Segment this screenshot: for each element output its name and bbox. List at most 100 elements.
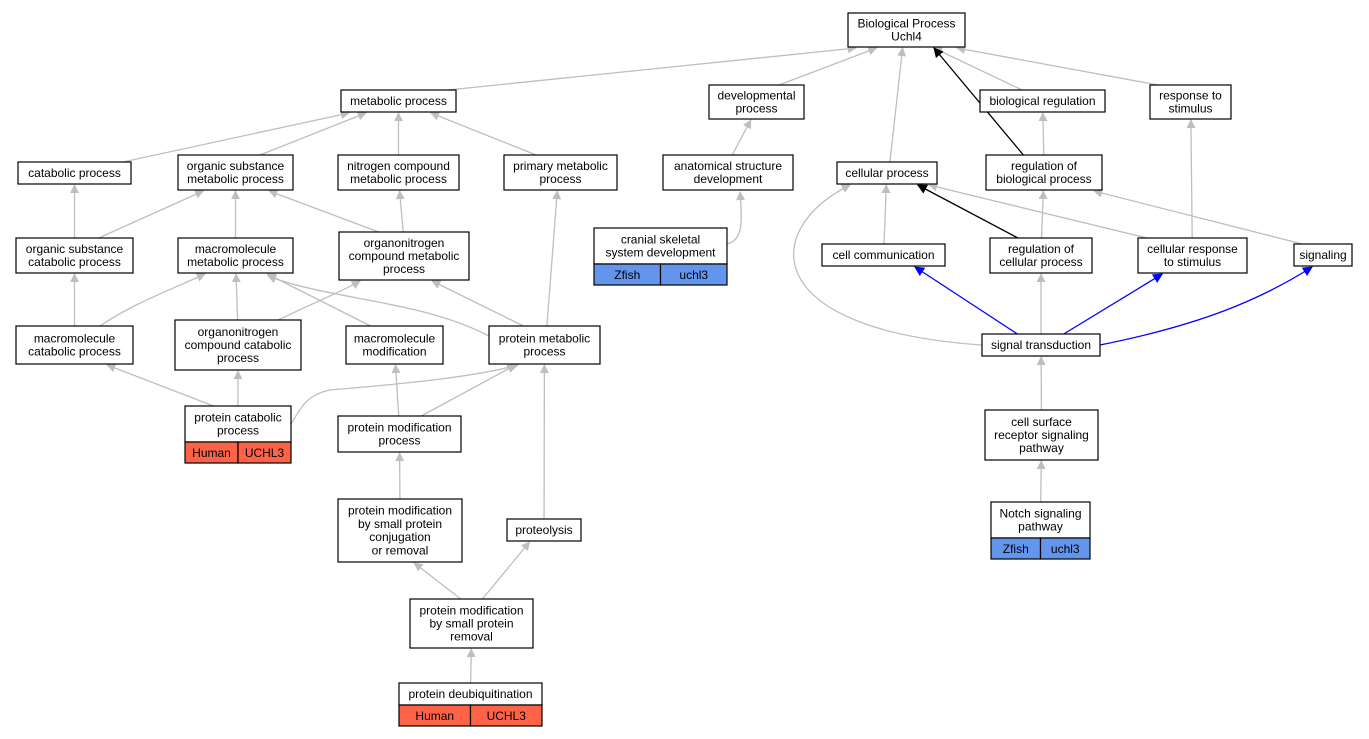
node-label: organic substance xyxy=(26,242,124,256)
node-label: process xyxy=(523,345,565,359)
edges-layer xyxy=(70,44,1313,684)
node-box xyxy=(177,237,294,274)
go-node-cellular[interactable]: cellular process xyxy=(836,161,938,185)
node-label: cellular response xyxy=(1147,242,1238,256)
node-label: protein metabolic xyxy=(499,331,590,345)
node-box xyxy=(177,154,294,191)
node-label: metabolic process xyxy=(350,94,447,108)
annotation-label: uchl3 xyxy=(1051,542,1080,556)
node-label: signal transduction xyxy=(991,338,1091,352)
go-node-bioreg[interactable]: biological regulation xyxy=(979,89,1106,113)
go-node-signaltrans[interactable]: signal transduction xyxy=(981,333,1101,357)
go-node-metabolic[interactable]: metabolic process xyxy=(340,89,457,113)
node-label: protein modification xyxy=(347,420,451,434)
go-node-cellcomm[interactable]: cell communication xyxy=(821,243,946,267)
node-box xyxy=(662,154,794,191)
node-label: catabolic process xyxy=(28,345,121,359)
node-label: process xyxy=(217,351,259,365)
edge-bioreg-to-bp xyxy=(932,47,1023,91)
go-node-proteolysis[interactable]: proteolysis xyxy=(506,518,582,542)
node-label: regulation of xyxy=(1011,159,1078,173)
node-box xyxy=(337,498,463,563)
go-node-signaling[interactable]: signaling xyxy=(1293,243,1353,267)
edge-proteincat-to-proteinmet xyxy=(290,362,519,425)
node-label: process xyxy=(539,172,581,186)
annotation-label: Human xyxy=(192,446,231,460)
node-label: metabolic process xyxy=(187,172,284,186)
edge-primary-to-metabolic xyxy=(430,111,537,156)
edge-signaltrans-to-cellular xyxy=(792,184,983,346)
go-node-catabolic[interactable]: catabolic process xyxy=(17,161,132,185)
annotation-label: Human xyxy=(415,709,454,723)
node-label: development xyxy=(694,172,763,186)
edge-response-to-bp xyxy=(956,45,1159,86)
node-label: stimulus xyxy=(1168,102,1212,116)
edge-cellresp-to-response xyxy=(1186,119,1196,239)
node-label: proteolysis xyxy=(515,523,572,537)
node-box xyxy=(340,89,457,113)
node-label: cellular process xyxy=(999,255,1082,269)
node-box xyxy=(821,243,946,267)
edge-macromod-to-macromet xyxy=(266,273,371,327)
edge-proteinmet-to-macromet xyxy=(267,274,490,337)
node-label: protein deubiquitination xyxy=(408,687,532,701)
node-label: metabolic process xyxy=(187,255,284,269)
node-label: Biological Process xyxy=(857,16,955,30)
edge-orgnitmet-to-orgsubmet xyxy=(268,189,379,233)
node-box xyxy=(174,319,302,371)
node-box xyxy=(836,161,938,185)
node-label: to stimulus xyxy=(1164,255,1221,269)
node-label: protein catabolic xyxy=(194,410,281,424)
node-label: process xyxy=(217,424,259,438)
node-box xyxy=(17,161,132,185)
edge-cellcomm-to-cellular xyxy=(881,184,891,245)
node-label: modification xyxy=(362,345,426,359)
edge-orgnitmet-to-nitrogen xyxy=(395,190,405,233)
edge-regbio-to-bp xyxy=(933,47,1024,156)
edge-cellular-to-bp xyxy=(889,47,907,163)
edge-cellresp-to-cellular xyxy=(928,182,1147,239)
node-label: regulation of xyxy=(1008,242,1075,256)
node-box xyxy=(15,325,134,365)
node-box xyxy=(409,598,534,649)
annotation-cell xyxy=(469,704,543,727)
edge-anatomical-to-developmental xyxy=(731,119,752,156)
node-label: organonitrogen xyxy=(364,236,445,250)
edge-metabolic-to-bp xyxy=(447,44,857,91)
edge-proteinmet-to-primary xyxy=(546,190,562,327)
edge-signaltrans-to-cellresp xyxy=(1063,273,1164,335)
node-box xyxy=(593,227,728,265)
node-label: compound catabolic xyxy=(185,338,292,352)
node-label: pathway xyxy=(1018,520,1063,534)
edge-protmodremoval-to-proteolysis xyxy=(481,541,531,600)
node-box xyxy=(337,415,462,453)
node-label: Notch signaling xyxy=(999,506,1081,520)
node-box xyxy=(985,154,1103,191)
